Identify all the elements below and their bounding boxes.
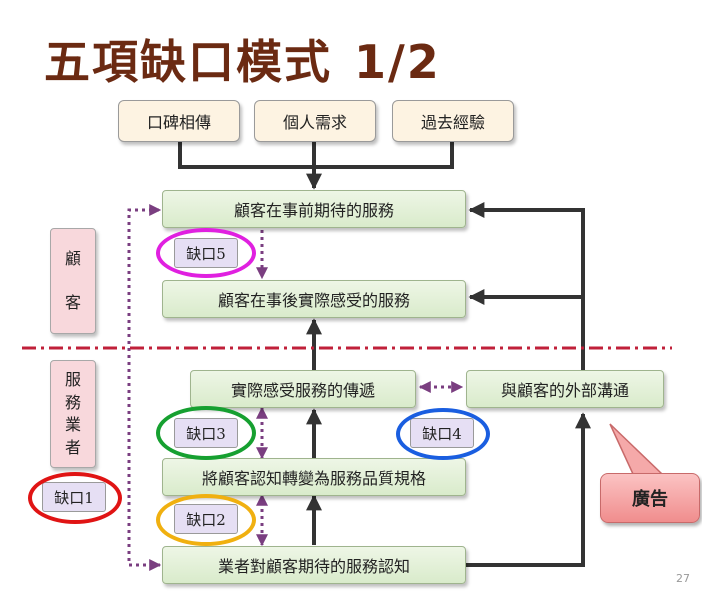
title-text: 五項缺口模式 <box>44 35 332 89</box>
gap3-ring <box>156 406 256 460</box>
provider-label-char: 業 <box>64 415 81 435</box>
box-label: 顧客在事後實際感受的服務 <box>217 291 410 310</box>
customer-label-char: 顧 <box>64 249 81 268</box>
source-label: 口碑相傳 <box>146 113 211 132</box>
customer-label-char: 客 <box>64 293 81 312</box>
provider-label: 服 務 業 者 <box>50 360 96 468</box>
expected-service-box: 顧客在事前期待的服務 <box>162 190 466 228</box>
box-label: 將顧客認知轉變為服務品質規格 <box>201 469 426 488</box>
quality-specifications-box: 將顧客認知轉變為服務品質規格 <box>162 458 466 496</box>
gap1-ring <box>28 472 122 524</box>
customer-label: 顧 客 <box>50 228 96 334</box>
service-delivery-box: 實際感受服務的傳遞 <box>190 370 416 408</box>
source-label: 個人需求 <box>282 113 347 132</box>
page-title: 五項缺口模式 1/2 <box>44 26 441 92</box>
management-perception-box: 業者對顧客期待的服務認知 <box>162 546 466 584</box>
callout-text: 廣告 <box>632 489 668 510</box>
gap1-dotted-line <box>127 204 162 571</box>
source-past-experience: 過去經驗 <box>392 100 514 142</box>
perceived-service-box: 顧客在事後實際感受的服務 <box>162 280 466 318</box>
line-external-to-expected <box>468 202 585 370</box>
external-communication-box: 與顧客的外部溝通 <box>466 370 664 408</box>
source-label: 過去經驗 <box>420 113 485 132</box>
gap4-ring <box>396 408 490 460</box>
provider-label-char: 務 <box>64 392 81 412</box>
callout-pointer <box>609 423 664 475</box>
slide-number: 27 <box>676 572 690 585</box>
gap5-ring <box>156 228 256 278</box>
advertising-callout: 廣告 <box>600 473 700 523</box>
source-merge-line <box>178 142 454 169</box>
page-fraction: 1/2 <box>354 35 441 89</box>
provider-label-char: 者 <box>64 437 81 457</box>
source-word-of-mouth: 口碑相傳 <box>118 100 240 142</box>
box-label: 與顧客的外部溝通 <box>500 381 629 400</box>
box-label: 顧客在事前期待的服務 <box>233 201 394 220</box>
provider-label-char: 服 <box>64 370 81 390</box>
gap2-ring <box>156 494 256 546</box>
box-label: 業者對顧客期待的服務認知 <box>217 557 410 576</box>
line-perception-to-external <box>466 412 591 567</box>
box-label: 實際感受服務的傳遞 <box>230 381 375 400</box>
source-personal-needs: 個人需求 <box>254 100 376 142</box>
